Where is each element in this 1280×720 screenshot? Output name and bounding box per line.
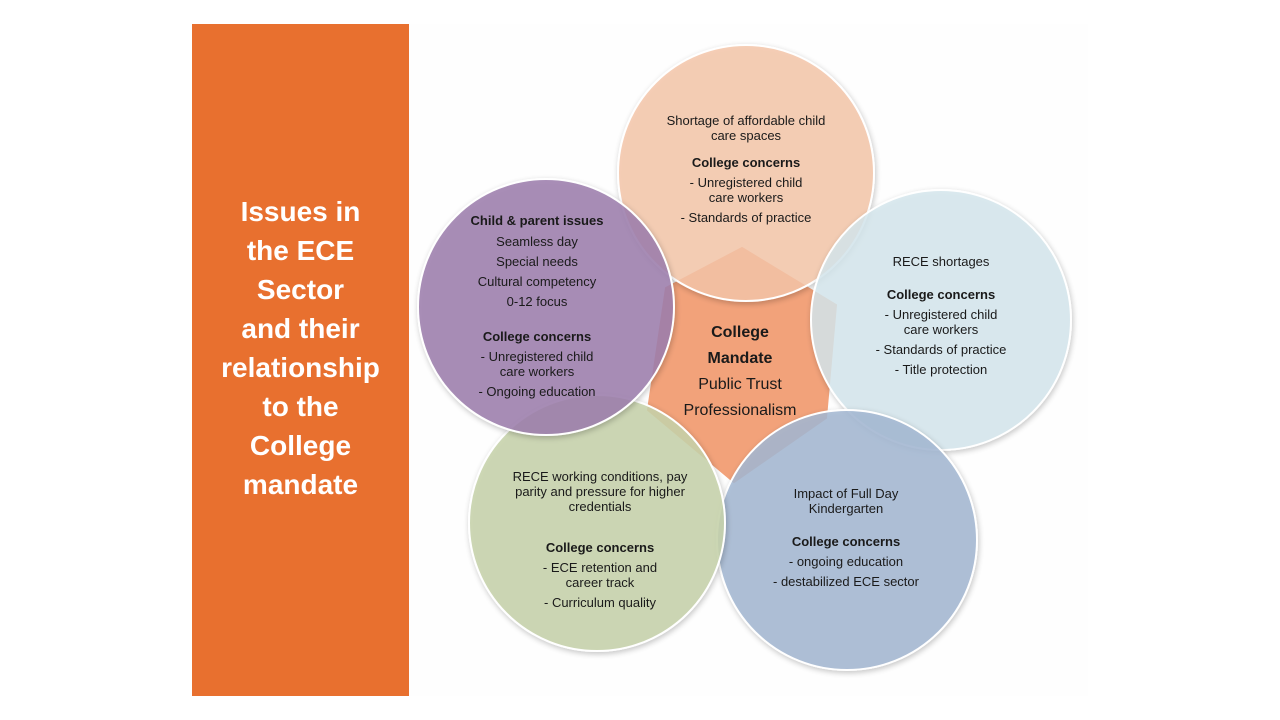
concerns-heading: College concerns — [545, 540, 655, 555]
concern-line: - Unregistered child — [689, 175, 803, 190]
issue-line: parity and pressure for higher — [515, 484, 685, 499]
center-line: Public Trust — [698, 376, 782, 393]
top-circle-text: Shortage of affordable child care spaces… — [646, 113, 846, 225]
concern-line: - ECE retention and — [542, 560, 658, 575]
side-title-line: College — [249, 430, 352, 461]
issue-line: Seamless day — [496, 234, 578, 249]
right-circle-text: RECE shortages College concerns - Unregi… — [841, 254, 1041, 377]
center-line: Professionalism — [683, 402, 797, 419]
concern-line: care workers — [903, 322, 979, 337]
side-title: Issues in the ECE Sector and their relat… — [201, 192, 401, 504]
concern-line: - Unregistered child — [884, 307, 998, 322]
issue-line: Cultural competency — [477, 274, 597, 289]
concern-line: career track — [565, 575, 635, 590]
side-title-line: mandate — [242, 469, 359, 500]
issue-line: credentials — [568, 499, 632, 514]
concern-line: - Standards of practice — [680, 210, 812, 225]
concerns-heading: College concerns — [791, 534, 901, 549]
issue-line: care spaces — [710, 128, 782, 143]
concern-line: - Title protection — [894, 362, 988, 377]
issue-line: Shortage of affordable child — [666, 113, 826, 128]
concerns-heading: College concerns — [691, 155, 801, 170]
side-title-line: Issues in — [240, 196, 361, 227]
concern-line: - ongoing education — [788, 554, 904, 569]
center-title-line: College — [711, 324, 769, 341]
issue-line: RECE working conditions, pay — [512, 469, 688, 484]
bottom-right-circle-text: Impact of Full Day Kindergarten College … — [746, 486, 946, 589]
issue-line: Impact of Full Day — [793, 486, 899, 501]
concern-line: care workers — [499, 364, 575, 379]
issue-line: Special needs — [496, 254, 578, 269]
left-circle-text: Child & parent issues Seamless day Speci… — [447, 213, 627, 399]
side-title-line: Sector — [256, 274, 345, 305]
concern-line: - Curriculum quality — [544, 595, 656, 610]
issue-line: RECE shortages — [892, 254, 990, 269]
top-circle — [617, 44, 875, 302]
bottom-left-circle-text: RECE working conditions, pay parity and … — [490, 469, 710, 610]
concern-line: - Ongoing education — [478, 384, 596, 399]
center-title-line: Mandate — [707, 350, 773, 367]
concern-line: - Unregistered child — [480, 349, 594, 364]
center-text: College Mandate Public Trust Professiona… — [660, 320, 820, 424]
concern-line: care workers — [708, 190, 784, 205]
concern-line: - Standards of practice — [875, 342, 1007, 357]
side-title-line: and their — [241, 313, 360, 344]
concerns-heading: College concerns — [886, 287, 996, 302]
left-circle — [417, 178, 675, 436]
issue-heading: Child & parent issues — [470, 213, 604, 228]
side-title-panel: Issues in the ECE Sector and their relat… — [192, 24, 409, 696]
issue-line: 0-12 focus — [506, 294, 568, 309]
side-title-line: the ECE — [246, 235, 355, 266]
concern-line: - destabilized ECE sector — [773, 574, 919, 589]
concerns-heading: College concerns — [482, 329, 592, 344]
side-title-line: relationship — [221, 352, 380, 383]
side-title-line: to the — [262, 391, 339, 422]
issue-line: Kindergarten — [808, 501, 884, 516]
